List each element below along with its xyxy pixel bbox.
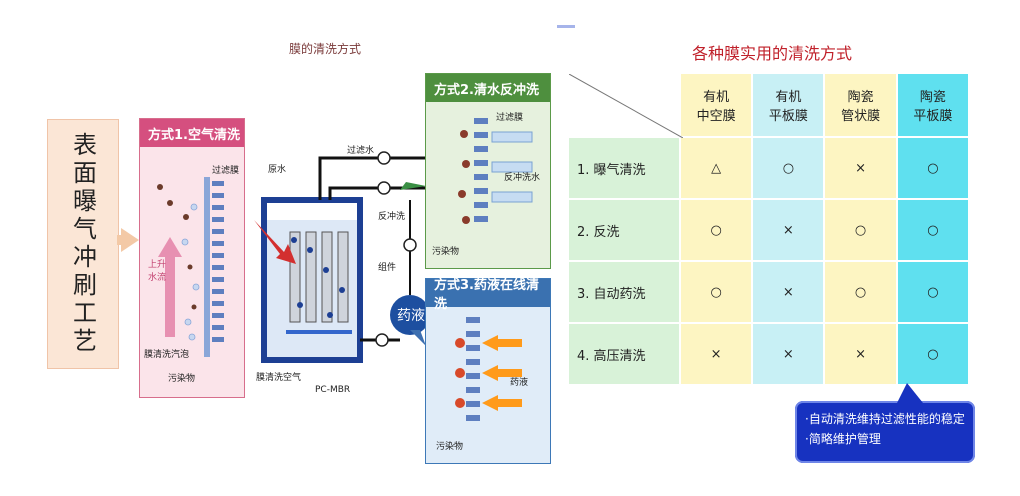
panel2-backwash-label: 反冲洗水 [504,173,541,183]
raw-water-label: 原水 [268,165,287,175]
air-cleaning-illustration [157,177,224,357]
backwash-illustration [458,118,533,224]
top-mark [557,25,575,28]
panel3-chemical-label: 药液 [510,378,529,388]
row-label: 1. 曝气清洗 [566,136,682,200]
table-cell: △ [679,136,754,200]
table-cell: ○ [823,260,898,324]
panel3-title: 方式3.药液在线清洗 [426,278,550,312]
table-cell: ○ [895,260,971,324]
table-row: 3. 自动药洗○×○○ [566,260,971,324]
chem-tank-label: 药液 [397,308,425,324]
panel1-contaminant-label: 污染物 [168,374,196,384]
panel2-filter-label: 过滤膜 [496,113,524,123]
panel-water-backwash: 方式2.清水反冲洗 过滤膜 反冲洗水 污染物 [425,73,551,269]
chemical-illustration [455,317,522,421]
note-pointer-icon [897,383,923,403]
table-row: 4. 高压清洗×××○ [566,322,971,386]
row-label: 4. 高压清洗 [566,322,682,386]
air-label: 膜清洗空气 [256,373,302,383]
table-corner-cell [566,72,683,138]
table-cell: × [823,136,898,200]
note-line-1: ·自动清洗维持过滤性能的稳定 [805,412,965,426]
header-ceramic-flat: 陶瓷平板膜 [895,72,971,138]
table-cell: × [751,260,826,324]
panel-air-cleaning: 方式1.空气清洗 过滤膜 上升水流 膜清洗汽泡 污染物 [139,118,245,398]
table-cell: ○ [751,136,826,200]
table-cell: × [751,322,826,386]
left-label-box: 表面曝气冲刷工艺 [47,119,119,369]
left-label-text: 表面曝气冲刷工艺 [68,132,97,356]
panel1-filter-label: 过滤膜 [212,166,240,176]
mbr-label: PC-MBR [315,385,351,395]
mbr-system-diagram [254,151,430,363]
note-line-2: ·简略维护管理 [805,432,881,446]
corner-diagonal-icon [569,74,683,138]
module-label: 组件 [378,263,397,273]
table-title: 各种膜实用的清洗方式 [692,44,853,63]
panel2-title: 方式2.清水反冲洗 [426,74,550,102]
cleaning-method-table: 有机中空膜 有机平板膜 陶瓷管状膜 陶瓷平板膜 1. 曝气清洗△○×○2. 反洗… [566,72,971,386]
table-cell: × [823,322,898,386]
header-organic-hollow: 有机中空膜 [679,72,754,138]
panel1-title: 方式1.空气清洗 [140,119,244,147]
row-label: 3. 自动药洗 [566,260,682,324]
header-organic-flat: 有机平板膜 [751,72,826,138]
table-cell: × [751,198,826,262]
table-cell: ○ [679,260,754,324]
table-cell: ○ [823,198,898,262]
table-cell: ○ [679,198,754,262]
panel-chemical-cleaning: 方式3.药液在线清洗 药液 污染物 [425,278,551,464]
header-ceramic-tube: 陶瓷管状膜 [823,72,898,138]
backwash-label: 反冲洗 [378,212,406,222]
note-box: ·自动清洗维持过滤性能的稳定 ·简略维护管理 [795,401,975,463]
table-cell: ○ [895,198,971,262]
left-arrow-icon [117,228,139,252]
table-cell: ○ [895,136,971,200]
table-cell: × [679,322,754,386]
panel1-upflow-label: 上升水流 [148,260,167,283]
table-cell: ○ [895,322,971,386]
panel2-contaminant-label: 污染物 [432,247,460,257]
row-label: 2. 反洗 [566,198,682,262]
panel1-bubble-label: 膜清洗汽泡 [144,350,190,360]
table-row: 2. 反洗○×○○ [566,198,971,262]
table-row: 1. 曝气清洗△○×○ [566,136,971,200]
filtered-water-label: 过滤水 [347,146,375,156]
table-body: 1. 曝气清洗△○×○2. 反洗○×○○3. 自动药洗○×○○4. 高压清洗××… [566,136,971,386]
panel3-contaminant-label: 污染物 [436,442,464,452]
diagram-title: 膜的清洗方式 [289,42,362,56]
